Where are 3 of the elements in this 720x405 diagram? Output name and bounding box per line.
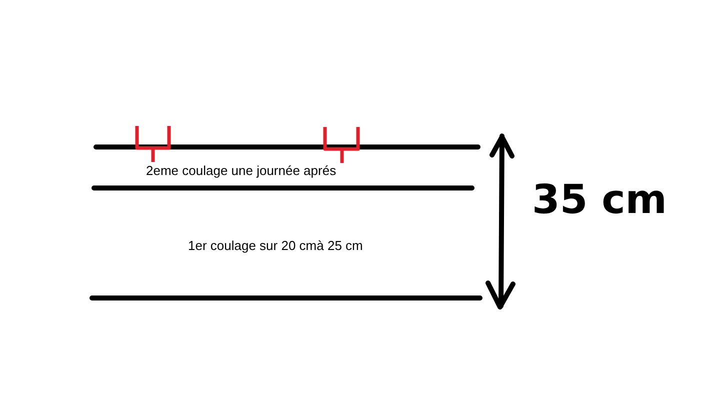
layer-label: 2eme coulage une journée aprés [146, 164, 336, 179]
layer-label: 1er coulage sur 20 cmà 25 cm [188, 239, 363, 254]
dimension-label: 35 cm [532, 177, 667, 223]
